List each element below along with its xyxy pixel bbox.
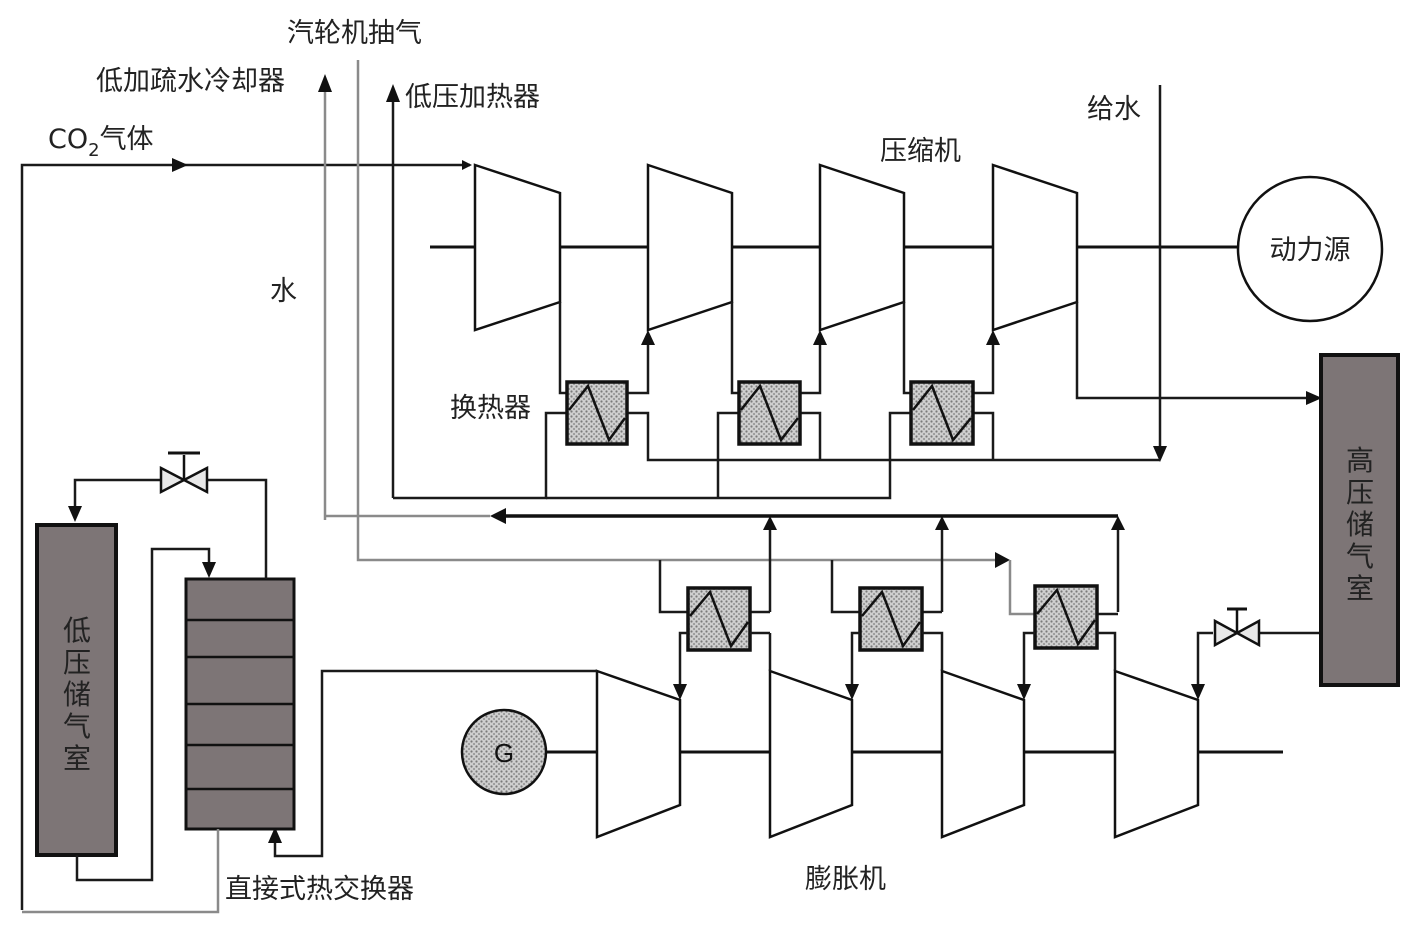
label-direct-heat-exchanger: 直接式热交换器 xyxy=(225,874,414,905)
turbine-extraction-pipe xyxy=(356,60,995,562)
e4-inlet-arrow xyxy=(1191,684,1205,700)
feed-water-arrow xyxy=(1153,446,1167,462)
hx2-water-out-pipe xyxy=(800,411,822,460)
generator xyxy=(460,708,548,796)
label-compressor: 压缩机 xyxy=(880,136,961,167)
c4-inlet-arrow xyxy=(986,330,1000,345)
lp-throttle-valve[interactable] xyxy=(159,451,209,495)
hp-storage-label: 高 压 储 气 室 xyxy=(1346,444,1374,605)
hx3-to-c4-pipe xyxy=(973,340,995,395)
hot-water-arrow xyxy=(490,508,506,524)
valve-to-e4-pipe xyxy=(1196,631,1213,690)
rh3-heat-in-pipe xyxy=(1008,560,1035,616)
label-co2-gas: CO2气体 xyxy=(48,124,154,161)
svg-text:低: 低 xyxy=(63,614,91,647)
svg-text:高: 高 xyxy=(1346,444,1374,477)
label-lp-drain-cooler: 低加疏水冷却器 xyxy=(96,66,285,97)
label-expander: 膨胀机 xyxy=(805,864,886,895)
extraction-arrow xyxy=(995,552,1010,568)
rh1-heat-in-pipe xyxy=(658,560,688,614)
hx1-to-c2-pipe xyxy=(627,340,650,395)
direct-hx-outlet-pipe xyxy=(207,478,268,579)
direct-hx-inlet-arrow xyxy=(268,827,282,843)
c2-outlet-pipe xyxy=(730,302,739,395)
rh2-to-e2-pipe xyxy=(850,631,860,690)
co2-inlet-pipe xyxy=(20,160,472,910)
compressor-stage-4 xyxy=(991,163,1079,332)
expander-exhaust-pipe xyxy=(273,669,597,858)
svg-text:压: 压 xyxy=(63,646,91,679)
label-turbine-extraction: 汽轮机抽气 xyxy=(287,18,422,49)
power-source xyxy=(1236,175,1384,323)
svg-text:储: 储 xyxy=(63,678,91,711)
hx2-water-pipe xyxy=(716,411,739,498)
svg-text:室: 室 xyxy=(1346,572,1374,605)
hp-storage-inlet-arrow xyxy=(1306,391,1322,405)
co2-flow-arrow xyxy=(172,158,188,172)
lp-storage-to-direct-hx-pipe xyxy=(75,547,211,882)
hx-water-return-pipe xyxy=(627,411,1160,462)
hx2-to-c3-pipe xyxy=(800,340,822,395)
compressor-stage-1 xyxy=(473,163,562,332)
svg-text:气: 气 xyxy=(1346,540,1374,573)
expander-stage-1 xyxy=(595,669,682,839)
c4-to-hp-storage-pipe xyxy=(1075,302,1310,400)
hx1-water-pipe xyxy=(393,411,567,500)
e1-inlet-arrow xyxy=(673,684,687,700)
direct-hx-to-co2-pipe xyxy=(22,829,220,914)
lp-storage-inlet-arrow xyxy=(68,506,82,522)
e2-out-pipe xyxy=(922,631,944,671)
c3-inlet-arrow xyxy=(813,330,827,345)
hx3-water-pipe xyxy=(546,411,911,500)
svg-text:储: 储 xyxy=(1346,508,1374,541)
hx3-water-out-pipe xyxy=(973,411,995,460)
reheater-3 xyxy=(1033,584,1099,650)
label-water: 水 xyxy=(270,276,297,307)
rh2-heat-in-pipe xyxy=(830,560,860,614)
label-heat-exchanger: 换热器 xyxy=(450,393,531,424)
rh1-hot-arrow xyxy=(763,516,777,530)
c1-outlet-pipe xyxy=(558,302,567,395)
compressor-stage-2 xyxy=(646,163,734,332)
c2-inlet-arrow xyxy=(641,330,655,345)
direct-hx-top-arrow xyxy=(202,562,216,578)
valve-to-lp-storage-pipe xyxy=(73,478,161,510)
intercooler-1 xyxy=(565,380,629,446)
hp-storage-chamber xyxy=(1319,353,1400,687)
svg-text:室: 室 xyxy=(63,742,91,775)
reheater-2 xyxy=(858,586,924,652)
rh3-hot-arrow xyxy=(1111,516,1125,530)
reheater-1 xyxy=(686,586,752,652)
intercooler-3 xyxy=(909,380,975,446)
compressor-stage-3 xyxy=(818,163,906,332)
label-lp-heater: 低压加热器 xyxy=(405,82,540,113)
e3-inlet-arrow xyxy=(1017,684,1031,700)
rh3-to-e3-pipe xyxy=(1022,631,1035,690)
rh1-to-e1-pipe xyxy=(678,631,688,690)
intercooler-2 xyxy=(737,380,802,446)
power-source-label: 动力源 xyxy=(1270,235,1351,266)
drain-cooler-arrow xyxy=(318,74,332,92)
svg-text:气: 气 xyxy=(63,710,91,743)
direct-heat-exchanger xyxy=(184,577,296,831)
e3-out-pipe xyxy=(1097,631,1117,671)
label-feed-water: 给水 xyxy=(1087,94,1141,125)
rh2-hot-arrow xyxy=(935,516,949,530)
svg-text:压: 压 xyxy=(1346,476,1374,509)
e2-inlet-arrow xyxy=(845,684,859,700)
lp-heater-arrow xyxy=(386,84,400,102)
expander-stage-4 xyxy=(1113,669,1200,839)
expander-stage-2 xyxy=(768,669,854,839)
c3-outlet-pipe xyxy=(902,302,911,395)
generator-label: G xyxy=(494,738,514,768)
lp-storage-chamber xyxy=(35,523,118,857)
hp-throttle-valve[interactable] xyxy=(1213,607,1261,648)
lp-storage-label: 低 压 储 气 室 xyxy=(63,614,91,775)
expander-stage-3 xyxy=(940,669,1026,839)
